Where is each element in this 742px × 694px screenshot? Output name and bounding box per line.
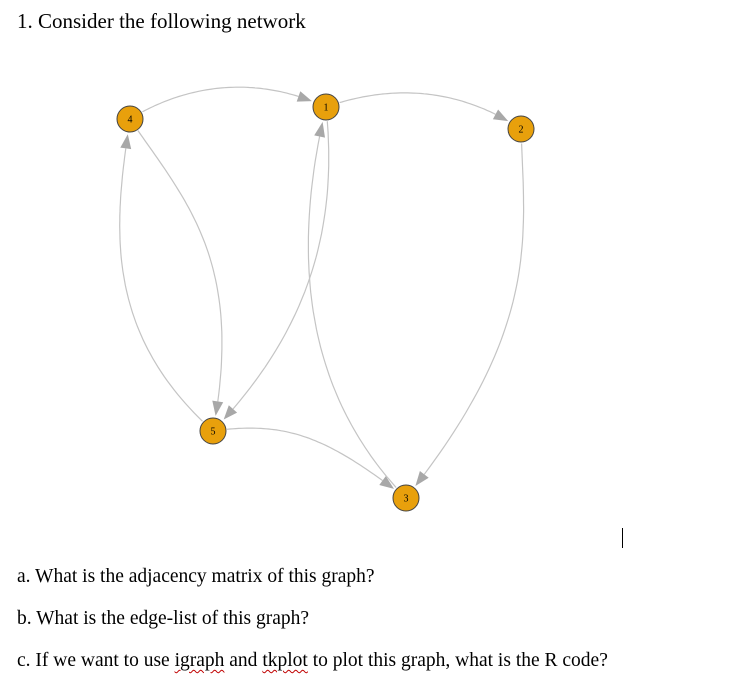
- node-circle-5: [199, 417, 227, 445]
- question-c-text-start: c. If we want to use: [17, 650, 175, 671]
- arrowhead-4-to-5: [212, 400, 224, 416]
- network-diagram: 1 2 3 4 5: [116, 86, 535, 512]
- arrowhead-3-to-1: [314, 121, 325, 138]
- node-label-5: 5: [211, 427, 216, 438]
- question-heading: 1. Consider the following network: [17, 9, 306, 33]
- question-c-tkplot: tkplot: [262, 650, 308, 671]
- edge-5-to-3: [226, 427, 383, 481]
- edge-4-to-5: [137, 130, 223, 402]
- edge-4-to-1: [142, 86, 299, 113]
- text-cursor: [622, 528, 623, 548]
- arrowhead-5-to-4: [120, 134, 132, 150]
- node-5: 5: [199, 417, 227, 445]
- edge-1-to-2: [339, 92, 496, 115]
- arrowhead-1-to-2: [492, 109, 509, 122]
- node-circle-3: [392, 484, 420, 512]
- question-c: c. If we want to use igraph and tkplot t…: [17, 650, 608, 672]
- nodes-layer: 1 2 3 4 5: [116, 93, 535, 512]
- node-2: 2: [507, 115, 535, 143]
- question-a: a. What is the adjacency matrix of this …: [17, 566, 375, 587]
- edge-3-to-1: [307, 136, 397, 488]
- arrowhead-5-to-3: [379, 476, 394, 489]
- question-c-text-end: to plot this graph, what is the R code?: [307, 650, 608, 671]
- question-c-igraph: igraph: [174, 650, 225, 671]
- arrowhead-2-to-3: [415, 471, 429, 486]
- node-label-1: 1: [324, 103, 329, 114]
- arrowhead-1-to-5: [223, 405, 238, 420]
- node-circle-2: [507, 115, 535, 143]
- edges-layer: [119, 86, 525, 489]
- node-label-4: 4: [128, 115, 133, 126]
- node-label-2: 2: [519, 125, 524, 136]
- node-circle-4: [116, 105, 144, 133]
- node-4: 4: [116, 105, 144, 133]
- node-3: 3: [392, 484, 420, 512]
- arrowhead-4-to-1: [296, 91, 312, 102]
- edge-5-to-4: [119, 148, 203, 422]
- node-circle-1: [312, 93, 340, 121]
- node-1: 1: [312, 93, 340, 121]
- edge-2-to-3: [423, 143, 525, 475]
- question-c-text-and: and: [224, 650, 263, 671]
- question-b: b. What is the edge-list of this graph?: [17, 608, 310, 629]
- node-label-3: 3: [404, 494, 409, 505]
